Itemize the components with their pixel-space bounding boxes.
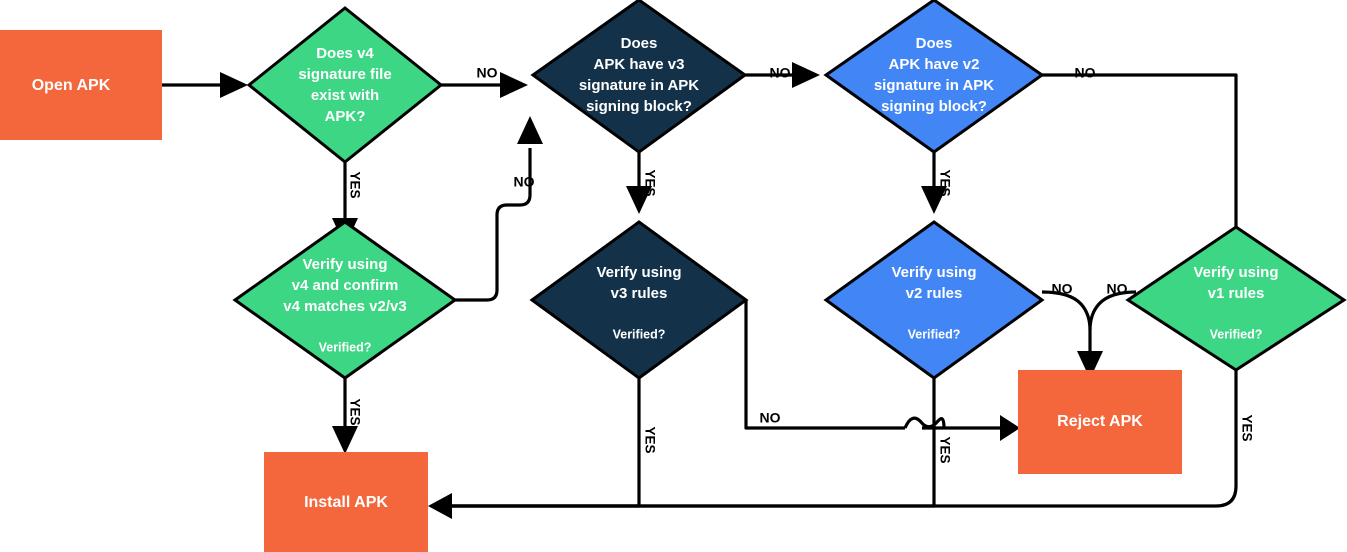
edge-label-v2block-no: NO: [1075, 65, 1096, 81]
reject-apk-shape[interactable]: [1018, 370, 1182, 474]
arrowhead-v3block-no: [792, 62, 820, 88]
arrowhead-verifyv3-no: [1000, 415, 1020, 441]
arrowhead-verifyv4-yes: [332, 426, 358, 454]
edge-verifyv1-yes: [452, 370, 1238, 508]
node-reject-apk[interactable]: Reject APK: [1018, 370, 1182, 474]
edge-label-verifyv2-yes: YES: [937, 436, 952, 463]
edge-label-v2block-yes: YES: [937, 169, 952, 196]
node-v3-in-block[interactable]: Does APK have v3 signature in APK signin…: [530, 0, 748, 154]
arrowhead-v4exists-no: [500, 72, 528, 98]
edge-verifyv4-no: [455, 148, 532, 302]
edge-line-hop: [903, 416, 946, 429]
edge-label-verifyv1-yes: YES: [1239, 414, 1254, 441]
edge-verifyv3-yes: [452, 378, 641, 508]
v4-exists-shape[interactable]: [246, 6, 444, 164]
node-verify-v4[interactable]: Verify using v4 and confirm v4 matches v…: [232, 220, 458, 380]
edge-label-verifyv1-no: NO: [1107, 281, 1128, 297]
arrowhead-verifyv4-no: [517, 116, 543, 144]
edge-verifyv1-no: [1088, 290, 1137, 331]
edge-label-layer: NO YES NO YES NO YES NO YES NO YES NO YE…: [347, 65, 1254, 464]
edge-label-verifyv3-no: NO: [760, 410, 781, 426]
edge-label-v3block-no: NO: [770, 65, 791, 81]
verify-v1-shape[interactable]: [1125, 225, 1347, 372]
edge-verifyv2-yes: [452, 378, 936, 508]
arrowhead-open-to-v4exists: [220, 72, 248, 98]
arrowhead-v3block-yes: [626, 186, 652, 214]
node-verify-v3[interactable]: Verify using v3 rules Verified?: [529, 220, 749, 380]
edge-label-verifyv3-yes: YES: [642, 426, 657, 453]
node-verify-v1[interactable]: Verify using v1 rules Verified?: [1125, 225, 1347, 372]
node-v4-exists[interactable]: Does v4 signature file exist with APK?: [246, 6, 444, 164]
verify-v2-shape[interactable]: [823, 220, 1045, 380]
node-verify-v2[interactable]: Verify using v2 rules Verified?: [823, 220, 1045, 380]
arrowhead-install-left: [428, 493, 452, 519]
verify-v3-shape[interactable]: [529, 220, 749, 380]
verify-v4-shape[interactable]: [232, 220, 458, 380]
edge-v2block-no: [1042, 73, 1238, 227]
node-v2-in-block[interactable]: Does APK have v2 signature in APK signin…: [823, 0, 1045, 154]
arrowhead-v2block-yes: [921, 186, 947, 214]
edge-label-v4exists-yes: YES: [347, 171, 362, 198]
arrowhead-verifyv2-no: [1077, 351, 1103, 379]
edge-label-verifyv4-yes: YES: [347, 398, 362, 425]
edge-verifyv3-no: [744, 300, 905, 430]
edge-label-verifyv2-no: NO: [1052, 281, 1073, 297]
v3-in-block-shape[interactable]: [530, 0, 748, 154]
edge-label-v3block-yes: YES: [642, 169, 657, 196]
install-apk-shape[interactable]: [264, 452, 428, 552]
edge-label-v4exists-no: NO: [477, 65, 498, 81]
edge-label-verifyv4-no: NO: [514, 174, 535, 190]
node-install-apk[interactable]: Install APK: [264, 452, 428, 552]
open-apk-shape[interactable]: [0, 30, 162, 140]
edge-verifyv2-no: [1041, 290, 1092, 355]
node-open-apk[interactable]: Open APK: [0, 30, 162, 140]
v2-in-block-shape[interactable]: [823, 0, 1045, 154]
